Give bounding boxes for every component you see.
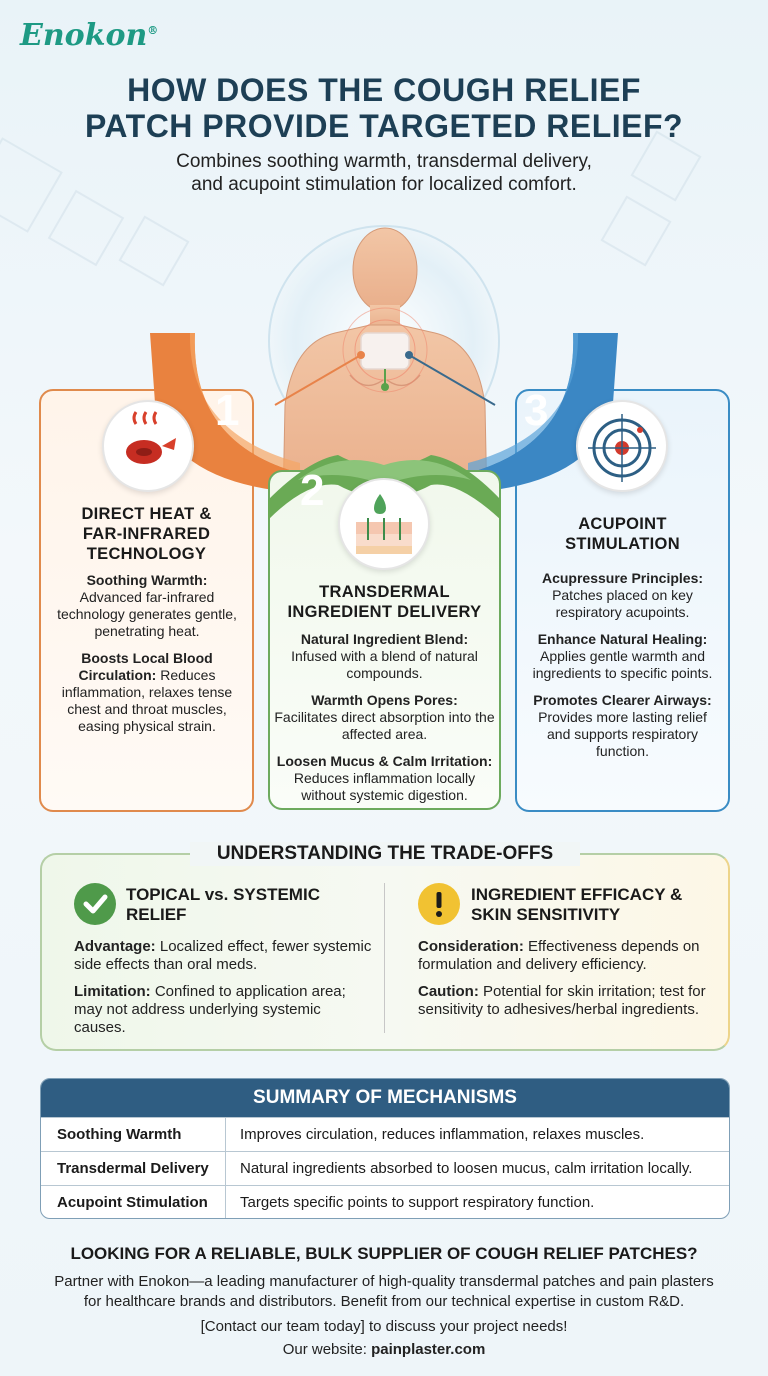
tradeoff-left-body: Advantage: Localized effect, fewer syste… <box>74 938 372 1036</box>
summary-table-title: SUMMARY OF MECHANISMS <box>41 1079 729 1117</box>
warning-circle-icon <box>418 883 460 925</box>
decor-hexagon <box>600 195 672 267</box>
tradeoffs-divider <box>384 883 385 1033</box>
table-cell-desc: Natural ingredients absorbed to loosen m… <box>240 1160 693 1177</box>
card-title-transdermal: TRANSDERMAL INGREDIENT DELIVERY <box>287 583 482 621</box>
cta-title: LOOKING FOR A RELIABLE, BULK SUPPLIER OF… <box>70 1244 698 1263</box>
skin-layers-icon <box>338 478 430 570</box>
tradeoffs-title-bg <box>190 842 580 866</box>
table-cell-desc: Targets specific points to support respi… <box>240 1194 595 1211</box>
card-body-heat: Soothing Warmth:Advanced far-infrared te… <box>57 572 237 734</box>
contact-link[interactable]: [Contact our team today] to discuss your… <box>200 1318 568 1335</box>
table-row: Transdermal Delivery Natural ingredients… <box>41 1151 729 1185</box>
decor-hexagon <box>47 189 125 267</box>
tradeoffs-title: UNDERSTANDING THE TRADE-OFFS <box>216 843 554 864</box>
card-title-acupoint: ACUPOINT STIMULATION <box>565 515 680 553</box>
website-line: Our website: painplaster.com <box>0 1341 768 1358</box>
tradeoff-left-title: TOPICAL vs. SYSTEMIC RELIEF <box>126 885 320 924</box>
table-cell-name: Soothing Warmth <box>41 1118 226 1151</box>
table-cell-desc: Improves circulation, reduces inflammati… <box>240 1126 645 1143</box>
card-title-heat: DIRECT HEAT & FAR-INFRARED TECHNOLOGY <box>81 505 212 563</box>
page-subtitle: Combines soothing warmth, transdermal de… <box>176 151 592 195</box>
website-link[interactable]: painplaster.com <box>371 1341 486 1358</box>
table-row: Acupoint Stimulation Targets specific po… <box>41 1185 729 1218</box>
heat-blood-cell-icon <box>102 400 194 492</box>
tradeoff-right-body: Consideration: Effectiveness depends on … <box>418 938 706 1018</box>
card-body-acupoint: Acupressure Principles:Patches placed on… <box>532 570 713 759</box>
card-body-transdermal: Natural Ingredient Blend:Infused with a … <box>274 631 495 803</box>
decor-hexagon <box>118 215 190 287</box>
check-circle-icon <box>74 883 116 925</box>
target-icon <box>576 400 668 492</box>
tradeoff-right-title: INGREDIENT EFFICACY & SKIN SENSITIVITY <box>471 885 683 924</box>
step-number-3: 3 <box>524 386 549 435</box>
step-number-1: 1 <box>215 386 240 435</box>
table-cell-name: Acupoint Stimulation <box>41 1186 226 1218</box>
website-label: Our website: <box>282 1341 367 1358</box>
table-row: Soothing Warmth Improves circulation, re… <box>41 1117 729 1151</box>
cta-body: Partner with Enokon—a leading manufactur… <box>54 1273 714 1310</box>
step-number-2: 2 <box>300 466 325 515</box>
table-cell-name: Transdermal Delivery <box>41 1152 226 1185</box>
brand-logo: Enokon® <box>20 18 159 53</box>
summary-table: SUMMARY OF MECHANISMS Soothing Warmth Im… <box>40 1078 730 1219</box>
page-title: HOW DOES THE COUGH RELIEF PATCH PROVIDE … <box>84 72 684 144</box>
